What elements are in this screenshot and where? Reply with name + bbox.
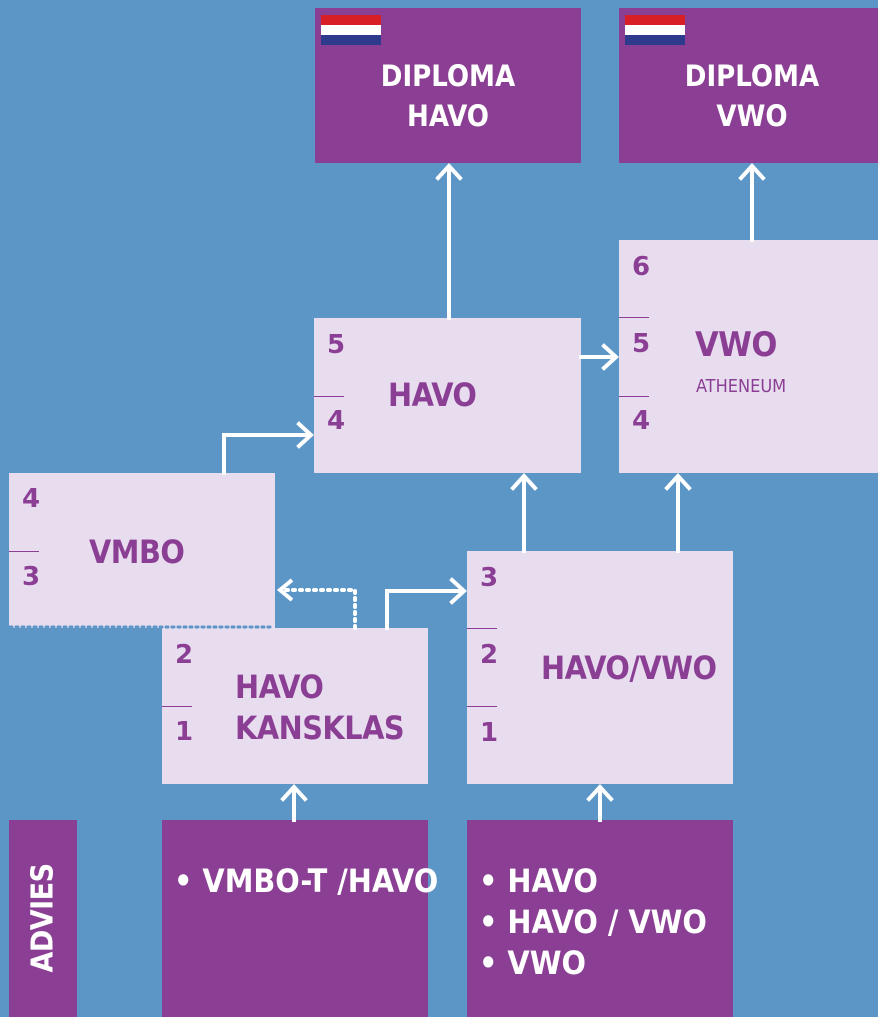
havovwo-year-2: 2	[480, 640, 499, 670]
diploma-havo-box: DIPLOMA HAVO	[315, 8, 581, 163]
havovwo-year-1: 1	[480, 718, 499, 748]
advies-right-item: • VWO	[479, 944, 586, 982]
vwo-year-6: 6	[632, 252, 651, 282]
vmbo-box: 4 3 VMBO	[9, 473, 275, 628]
havo-year-5: 5	[327, 330, 346, 360]
vwo-year-5: 5	[632, 329, 651, 359]
advies-left-item: • VMBO-T /HAVO	[174, 862, 439, 900]
havo-vwo-box: 3 2 1 HAVO/VWO	[467, 551, 733, 784]
havo-box: 5 4 HAVO	[314, 318, 581, 473]
year-divider	[314, 396, 344, 397]
kansklas-year-2: 2	[175, 640, 194, 670]
arrow-havo-to-vwo	[579, 343, 619, 371]
advies-right-item: • HAVO	[479, 862, 598, 900]
dutch-flag-icon	[321, 15, 381, 45]
vwo-title: VWO	[695, 325, 777, 365]
diploma-vwo-box: DIPLOMA VWO	[619, 8, 878, 163]
diploma-vwo-line2: VWO	[716, 99, 788, 133]
dutch-flag-icon	[625, 15, 685, 45]
havo-title: HAVO	[388, 376, 477, 414]
diploma-havo-line1: DIPLOMA	[380, 59, 516, 93]
diploma-vwo-line1: DIPLOMA	[684, 59, 820, 93]
vmbo-year-3: 3	[22, 562, 41, 592]
arrow-havovwo-to-vwo	[664, 473, 692, 553]
dotted-arrowhead	[276, 578, 294, 602]
arrow-vmbo-to-havo	[222, 421, 314, 475]
diploma-havo-line2: HAVO	[407, 99, 489, 133]
dotted-arrow-kansklas-to-vmbo	[284, 588, 357, 630]
havo-kansklas-box: 2 1 HAVO KANSKLAS	[162, 628, 428, 784]
arrow-vwo-to-diploma	[738, 163, 766, 242]
arrow-havovwo-to-havo	[510, 473, 538, 553]
advies-label-box: ADVIES	[9, 820, 77, 1017]
havovwo-title: HAVO/VWO	[541, 649, 717, 687]
arrow-advies-to-kansklas	[280, 784, 308, 822]
vwo-subtitle: ATHENEUM	[696, 376, 787, 397]
kansklas-title-line2: KANSKLAS	[235, 709, 405, 747]
kansklas-year-1: 1	[175, 717, 194, 747]
arrow-advies-to-havovwo	[586, 784, 614, 822]
year-divider	[162, 706, 192, 707]
arrow-kansklas-to-havovwo	[385, 577, 467, 630]
year-divider	[619, 396, 649, 397]
advies-left-box: • VMBO-T /HAVO	[162, 820, 439, 1017]
vwo-box: 6 5 4 VWO ATHENEUM	[619, 240, 878, 473]
year-divider	[467, 628, 497, 629]
year-divider	[9, 551, 39, 552]
advies-right-box: • HAVO • HAVO / VWO • VWO	[467, 820, 733, 1017]
havovwo-year-3: 3	[480, 563, 499, 593]
havo-year-4: 4	[327, 406, 346, 436]
year-divider	[619, 317, 649, 318]
vwo-year-4: 4	[632, 406, 651, 436]
vmbo-title: VMBO	[89, 533, 185, 571]
vmbo-year-4: 4	[22, 484, 41, 514]
kansklas-title-line1: HAVO	[235, 668, 324, 706]
year-divider	[467, 706, 497, 707]
advies-right-item: • HAVO / VWO	[479, 903, 707, 941]
arrow-havo-to-diploma	[435, 163, 463, 320]
